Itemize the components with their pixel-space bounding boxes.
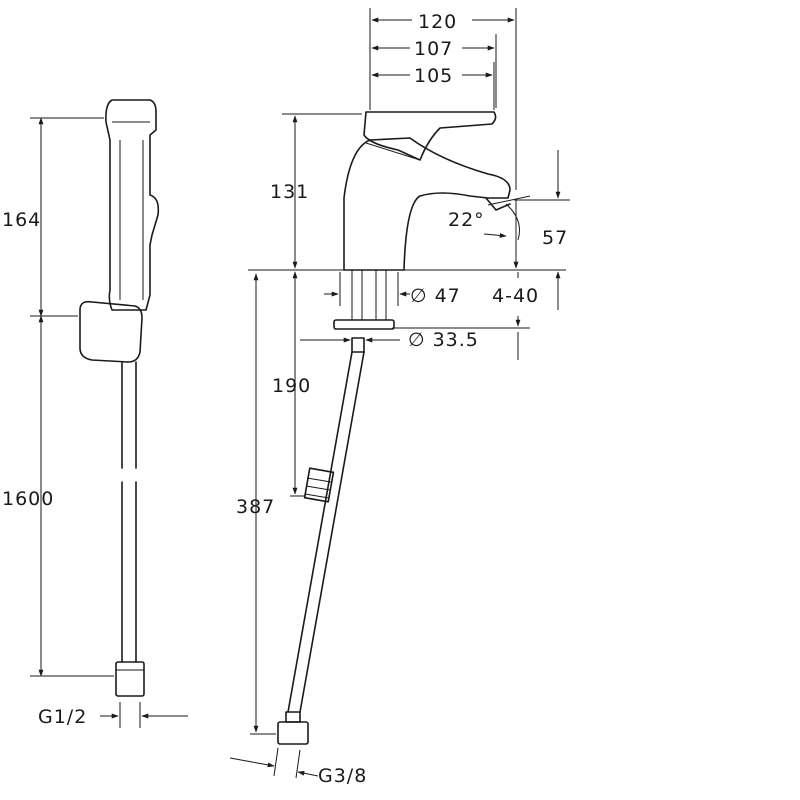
dim-shower-hose-length: 1600 bbox=[2, 488, 54, 510]
faucet-body bbox=[343, 137, 511, 271]
hose-connector-nut bbox=[115, 661, 145, 697]
dim-shower-thread: G1/2 bbox=[38, 706, 87, 728]
dim-flange-diameter: ∅ 33.5 bbox=[408, 329, 479, 351]
dim-body-height: 131 bbox=[270, 181, 309, 203]
dim-bracket-height: 164 bbox=[2, 209, 41, 231]
faucet-lever bbox=[363, 111, 497, 161]
faucet bbox=[229, 8, 570, 779]
dim-spout-height: 57 bbox=[542, 227, 568, 249]
dim-width-total: 120 bbox=[418, 11, 457, 33]
dim-spout-angle: 22° bbox=[448, 209, 485, 231]
hand-shower-set bbox=[30, 99, 188, 728]
dim-faucet-thread: G3/8 bbox=[318, 765, 367, 787]
dim-faucet-hose-length: 387 bbox=[236, 496, 275, 518]
mounting-shank bbox=[351, 269, 387, 321]
dim-width-lever: 105 bbox=[414, 65, 453, 87]
hose-clamp bbox=[303, 467, 335, 503]
mounting-flange bbox=[333, 319, 395, 330]
dim-width-spout: 107 bbox=[414, 38, 453, 60]
dim-mount-diameter: ∅ 47 bbox=[410, 285, 461, 307]
wall-holder bbox=[79, 300, 143, 363]
shower-handle-outline bbox=[105, 99, 160, 311]
dim-shank-length: 190 bbox=[272, 375, 311, 397]
dim-deck-range: 4-40 bbox=[492, 285, 539, 307]
hose-end-nut bbox=[277, 721, 309, 745]
